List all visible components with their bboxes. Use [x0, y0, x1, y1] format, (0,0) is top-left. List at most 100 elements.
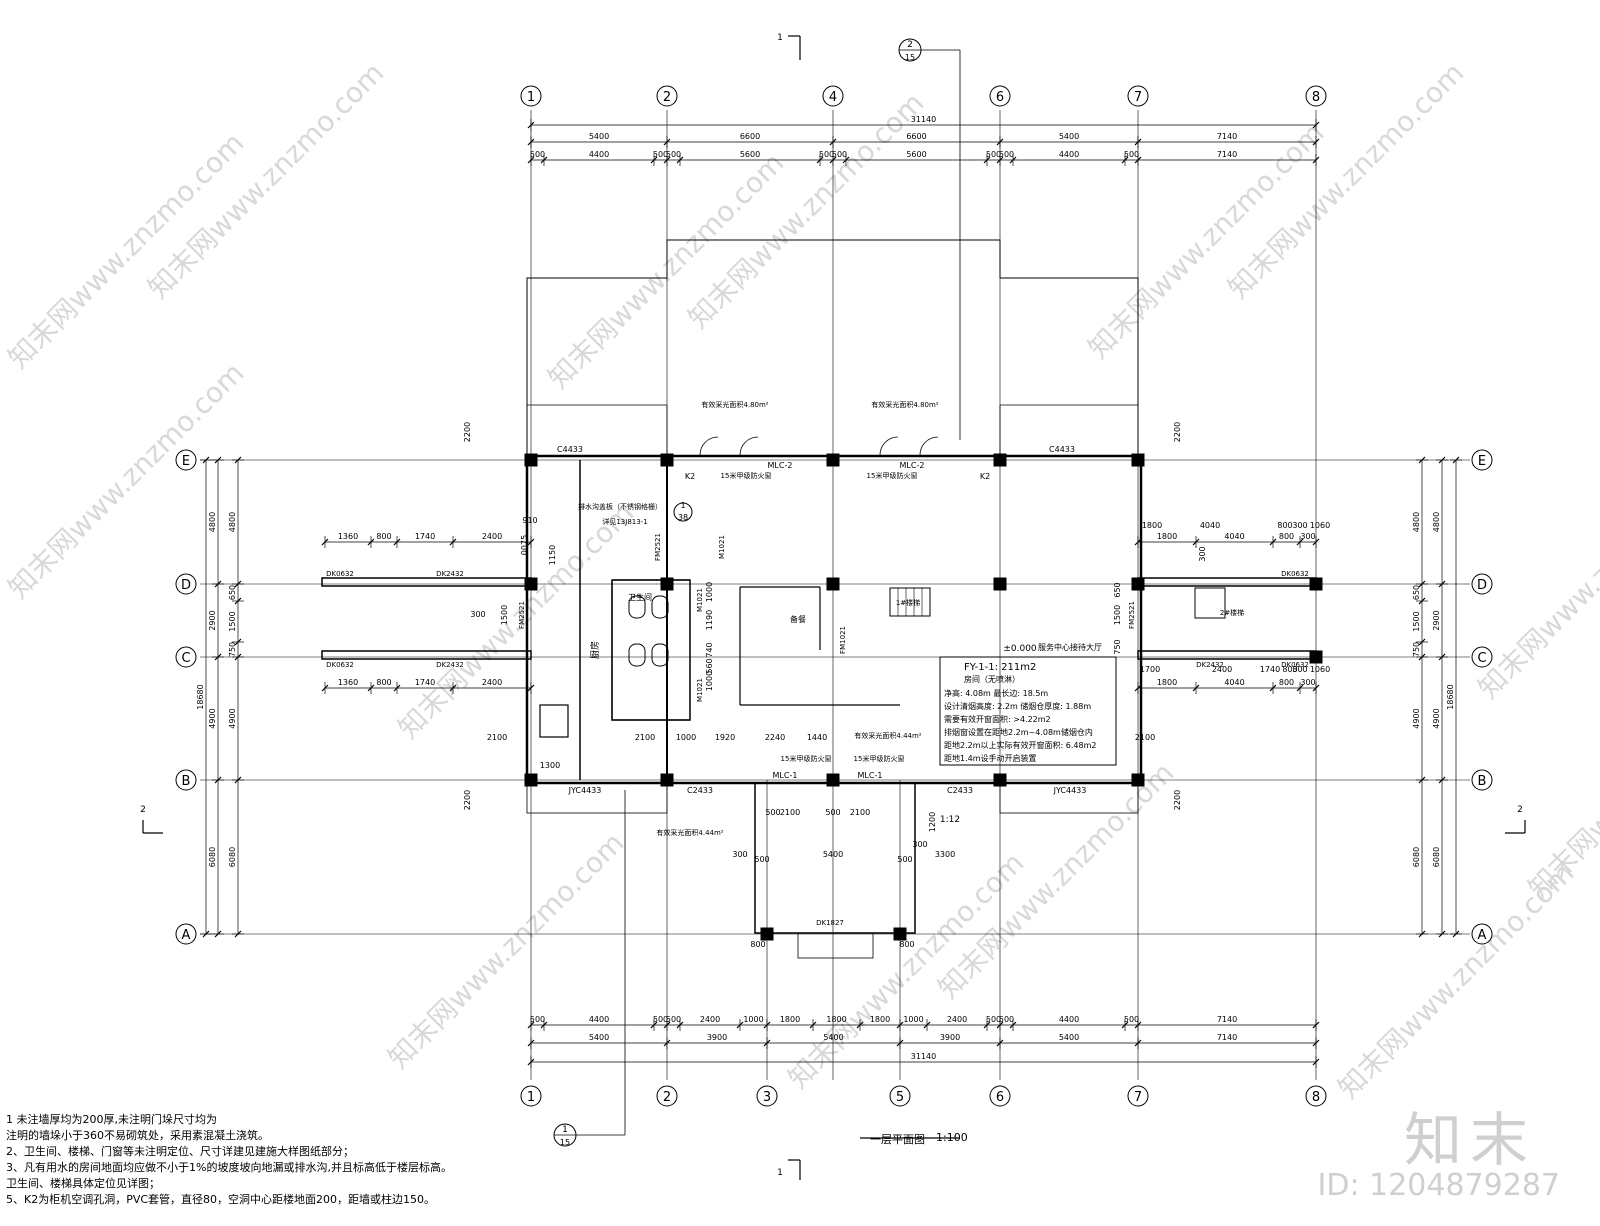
- axis-bubble-left-D-label: D: [181, 578, 191, 593]
- dim-right-wing-bottom-text: 300: [1300, 678, 1315, 687]
- column: [826, 773, 840, 787]
- dim-right-wing-top-slash: [1192, 538, 1200, 546]
- window-label-jyc4433: JYC4433: [1053, 786, 1087, 795]
- axis-bubble-left-E-circle: [175, 449, 197, 471]
- slope-mark: 1:12: [940, 815, 960, 825]
- axis-bubble-top-2-circle: [656, 85, 678, 107]
- section-mark-top: 1: [777, 33, 783, 43]
- dim-top-row2-slash: [983, 156, 991, 164]
- dim-bottom-row1-slash: [896, 1021, 904, 1029]
- dim-left-wing-top-slash: [367, 538, 375, 546]
- dim-bottom-row1-slash: [1121, 1021, 1129, 1029]
- dim-left-wing-bottom-text: 800: [376, 678, 391, 687]
- axis-bubble-bottom-7-circle: [1127, 1085, 1149, 1107]
- dim-bottom-row2-text: 7140: [1217, 1033, 1237, 1042]
- dim-bottom-row1-slash: [763, 1021, 771, 1029]
- dim-top-row2-text: 500: [1124, 150, 1139, 159]
- dim-bottom-row1-text: 2400: [700, 1015, 720, 1024]
- dim-left-wing-top-text: 800: [376, 532, 391, 541]
- dim-bottom-row2-slash: [896, 1039, 904, 1047]
- info-line-6: 距地1.4m设手动开启装置: [944, 753, 1037, 763]
- axis-bubble-top-2-label: 2: [663, 90, 671, 105]
- detail-bubble: [673, 502, 693, 522]
- toilet-fixture: [628, 595, 646, 619]
- axis-bubble-top-8-label: 8: [1312, 90, 1320, 105]
- window-area-note: 有效采光面积4.44m²: [854, 731, 921, 740]
- axis-bubble-right-C-label: C: [1477, 651, 1486, 666]
- dim-right-wing-bottom-slash: [1296, 684, 1304, 692]
- dim-left-wing-top-text: 2400: [482, 532, 502, 541]
- axis-bubble-top-4-label: 4: [829, 90, 837, 105]
- column: [760, 927, 774, 941]
- door-swing: [919, 436, 939, 456]
- dim-right-wing-top-text: 1800: [1157, 532, 1177, 541]
- dim-text: 2100: [850, 808, 870, 817]
- axis-bubble-right-E-label: E: [1478, 454, 1486, 469]
- dim-bottom-row2-slash: [663, 1039, 671, 1047]
- dim-text: 1740: [1260, 665, 1280, 674]
- dim-right-wing-top-slash: [1269, 538, 1277, 546]
- dim-left-outer-slash: [214, 580, 222, 588]
- detail-bubble-num: 1: [680, 501, 685, 510]
- dim-left-wing-bottom-slash: [321, 684, 329, 692]
- dim-left-inner-text: 4900: [228, 708, 237, 728]
- dim-left-outer-slash: [214, 930, 222, 938]
- dim-top-row1-text: 6600: [740, 132, 760, 141]
- dim-left-inner-slash: [234, 580, 242, 588]
- axis-bubble-left-B-circle: [175, 769, 197, 791]
- dim-left-wing-bottom-slash: [527, 684, 535, 692]
- dim-bottom-row1-slash: [856, 1021, 864, 1029]
- dim-left-wing-top-text: 1740: [415, 532, 435, 541]
- dim-right-outer-text: 4900: [1432, 708, 1441, 728]
- dim-text: 2100: [635, 733, 655, 742]
- plan-title: 一层平面图: [870, 1133, 925, 1146]
- axis-bubble-right-A-label: A: [1478, 928, 1487, 943]
- dim-left-inner-text: 750: [228, 642, 237, 657]
- dim-right-wing-bottom-slash: [1134, 684, 1142, 692]
- dim-bottom-total-text: 31140: [911, 1052, 936, 1061]
- info-box-title: FY-1-1: 211m2: [964, 662, 1036, 673]
- dim-top-row1-slash: [829, 138, 837, 146]
- dim-top-row2-slash: [1121, 156, 1129, 164]
- dim-top-row1-slash: [996, 138, 1004, 146]
- dim-bottom-row2-text: 3900: [707, 1033, 727, 1042]
- note-line: 2、卫生间、楼梯、门窗等未注明定位、尺寸详建见建施大样图纸部分；: [6, 1145, 354, 1158]
- dim-bottom-total-slash: [1312, 1058, 1320, 1066]
- dim-left-wing-bottom-text: 1360: [338, 678, 358, 687]
- dim-bottom-row1-slash: [1312, 1021, 1320, 1029]
- window-label-dk0632: DK0632: [1281, 661, 1309, 669]
- dim-right-inner-slash: [1418, 638, 1426, 646]
- south-canopy-left: [526, 782, 668, 814]
- axis-bubble-top-8-circle: [1305, 85, 1327, 107]
- dim-right-wing-bottom-text: 1800: [1157, 678, 1177, 687]
- door-label-m1021: M1021: [696, 678, 704, 702]
- plan-scale: 1:100: [936, 1131, 968, 1144]
- dim-left-wing-top-slash: [449, 538, 457, 546]
- window-area-note: 有效采光面积4.80m²: [701, 400, 768, 409]
- dim-bottom-row1-text: 2400: [947, 1015, 967, 1024]
- dim-left-wing-bottom-slash: [449, 684, 457, 692]
- dim-left-wing-top-slash: [321, 538, 329, 546]
- dim-top-row2-text: 500: [819, 150, 834, 159]
- dim-text: 500: [825, 808, 840, 817]
- dim-right-wing-top-text: 4040: [1224, 532, 1244, 541]
- dim-bottom-row2-text: 3900: [940, 1033, 960, 1042]
- west-corridor-wall-bottom: [321, 650, 532, 660]
- axis-bubble-right-C-circle: [1471, 646, 1493, 668]
- dim-bottom-row1-slash: [650, 1021, 658, 1029]
- dim-text: 800: [1277, 521, 1292, 530]
- section-bubble-top-den: 15: [905, 53, 915, 62]
- column: [1309, 577, 1323, 591]
- dim-top-row2-slash: [1134, 156, 1142, 164]
- dim-bottom-row1-text: 1000: [743, 1015, 763, 1024]
- dim-bottom-row1-slash: [996, 1021, 1004, 1029]
- axis-bubble-left-B-label: B: [182, 774, 191, 789]
- dim-text: 300: [470, 610, 485, 619]
- dim-text: 1300: [540, 761, 560, 770]
- axis-bubble-top-6-circle: [989, 85, 1011, 107]
- dim-top-row2-text: 500: [832, 150, 847, 159]
- dim-right-inner-slash: [1418, 653, 1426, 661]
- dim-text: 500: [765, 808, 780, 817]
- section-mark-bottom: 1: [777, 1168, 783, 1178]
- axis-bubble-right-B-label: B: [1478, 774, 1487, 789]
